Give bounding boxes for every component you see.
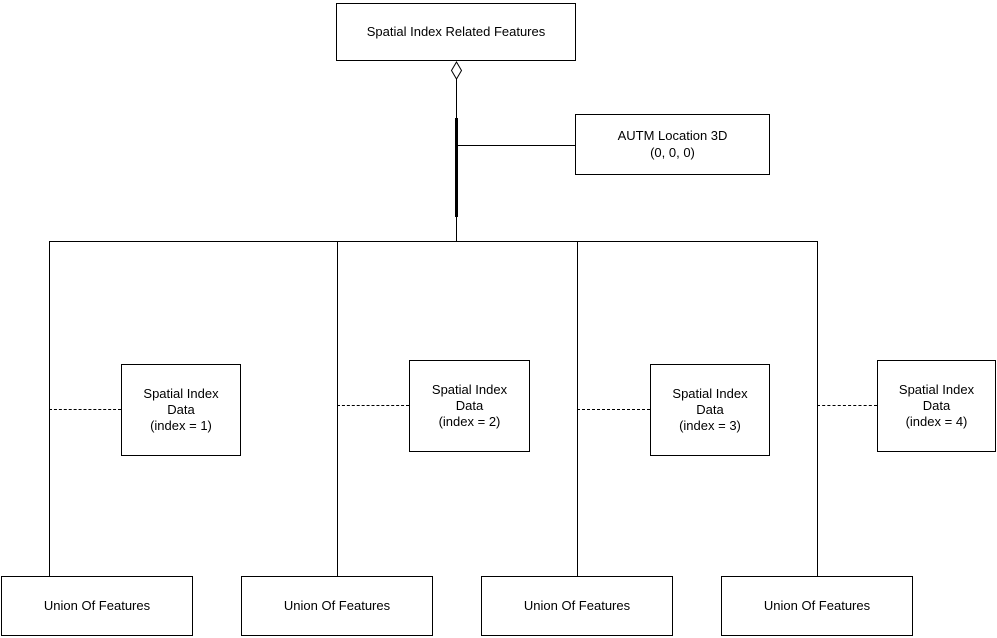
node-label-primary: AUTM Location 3D [617,128,728,144]
node-label-index: (index = 1) [150,418,212,434]
node-label-index: (index = 2) [438,414,501,430]
node-label: Data [696,401,724,417]
node-union-of-features[interactable]: Union Of Features [1,576,193,636]
aggregation-diamond-icon [450,61,463,80]
edge-bus-drop [49,241,50,576]
node-label: Data [922,397,951,413]
edge-bus-drop [337,241,338,576]
node-label: Union Of Features [523,597,631,613]
edge-dotted-index-link [577,409,650,410]
node-label: Union Of Features [283,597,391,613]
node-label: Union Of Features [763,597,871,613]
node-label: Spatial Index [672,385,748,401]
node-label-index: (index = 3) [679,418,741,434]
edge-dotted-index-link [49,409,121,410]
node-label-coordinates: (0, 0, 0) [650,144,695,160]
node-union-of-features[interactable]: Union Of Features [721,576,913,636]
edge-to-autm-location [456,145,575,146]
edge-distribution-bus [49,241,817,242]
node-autm-location-3d[interactable]: AUTM Location 3D (0, 0, 0) [575,114,770,175]
edge-bus-drop [817,241,818,576]
node-spatial-index-related-features[interactable]: Spatial Index Related Features [336,3,576,61]
node-label-index: (index = 4) [905,414,968,430]
edge-bus-drop [577,241,578,576]
edge-dotted-index-link [817,405,877,406]
node-label: Data [455,397,484,413]
node-label: Union Of Features [43,597,151,613]
node-label: Spatial Index Related Features [366,23,546,39]
node-label: Data [167,401,195,417]
node-label: Spatial Index [431,381,508,397]
node-union-of-features[interactable]: Union Of Features [241,576,433,636]
node-label: Spatial Index [143,385,219,401]
node-label: Spatial Index [898,381,975,397]
edge-root-stem-emphasis [455,118,458,217]
node-union-of-features[interactable]: Union Of Features [481,576,673,636]
edge-dotted-index-link [337,405,409,406]
